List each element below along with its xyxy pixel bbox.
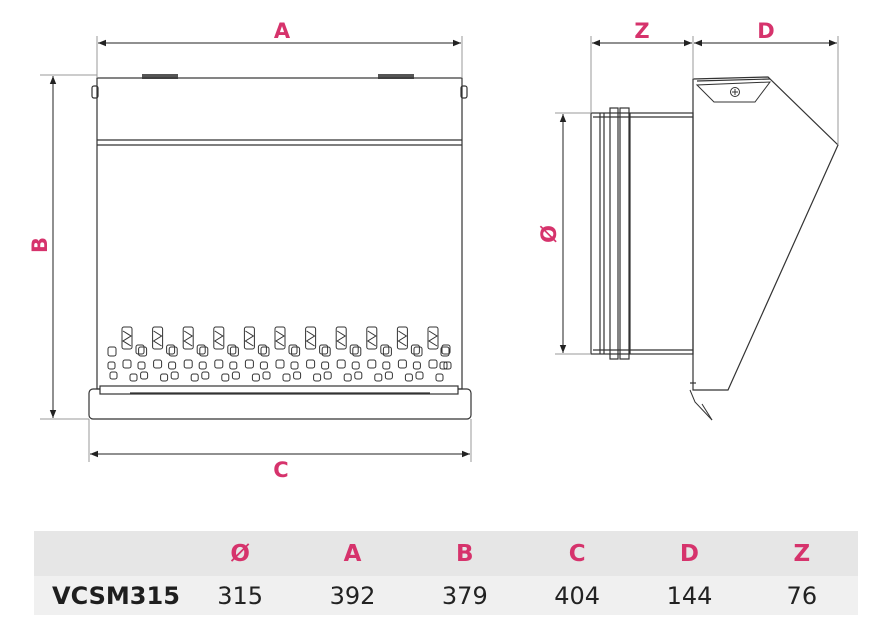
value-diameter: 315 [217,581,264,610]
front-view [88,74,472,420]
header-b: B [456,540,474,567]
header-model [34,531,184,576]
dimension-label-d: D [757,19,774,43]
value-b: 379 [441,581,488,610]
technical-drawing: A B C Z D Ø [28,19,839,482]
front-dimensions [40,36,472,462]
vent-grille [107,326,452,382]
table-row: VCSM315 315 392 379 404 144 76 [34,576,858,615]
header-diameter: Ø [230,540,250,567]
header-c: C [568,540,586,567]
value-a: 392 [329,581,376,610]
side-dimensions [555,36,839,355]
header-z: Z [793,540,811,567]
value-c: 404 [554,581,601,610]
value-z: 76 [786,581,818,610]
dimension-label-z: Z [634,19,649,43]
dimensions-table: Ø A B C D Z VCSM315 315 392 379 404 144 … [34,531,858,615]
dimension-label-diameter: Ø [537,225,561,243]
dimension-label-b: B [28,237,52,253]
dimension-label-c: C [273,458,288,482]
table-header-row: Ø A B C D Z [34,531,858,576]
model-name: VCSM315 [52,581,180,610]
side-view [590,76,839,421]
header-a: A [343,540,362,567]
dimension-label-a: A [274,19,291,43]
header-d: D [679,540,700,567]
value-d: 144 [666,581,713,610]
